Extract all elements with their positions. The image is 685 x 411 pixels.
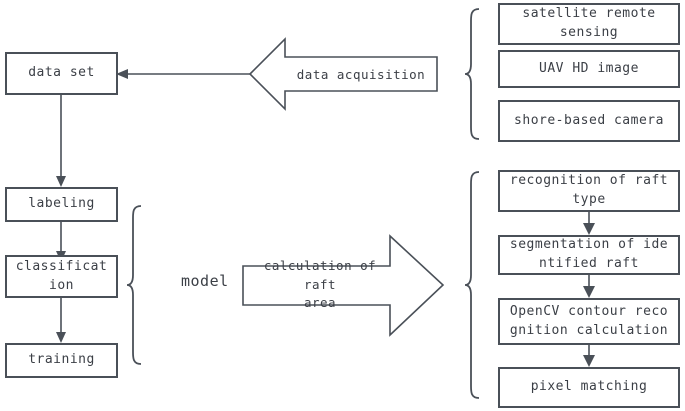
- brace-left-pipeline: [126, 205, 142, 365]
- brace-processing-steps: [464, 171, 480, 399]
- arrowhead-classification-to-training: [56, 332, 66, 343]
- box-recognition-of-raft-type[interactable]: recognition of raft type: [498, 170, 680, 212]
- arrowhead-opencv-to-pixelmatching: [583, 355, 595, 367]
- label-model: model: [181, 272, 229, 290]
- box-shore-based-camera[interactable]: shore-based camera: [498, 100, 680, 142]
- label-data-acquisition: data acquisition: [296, 66, 426, 82]
- box-pixel-matching[interactable]: pixel matching: [498, 367, 680, 408]
- box-satellite-remote-sensing[interactable]: satellite remote sensing: [498, 3, 680, 45]
- arrowhead-recognition-to-segmentation: [583, 223, 595, 235]
- arrowhead-segmentation-to-opencv: [583, 286, 595, 298]
- box-training[interactable]: training: [5, 343, 118, 378]
- box-classification[interactable]: classificat ion: [5, 255, 118, 298]
- label-calculation-of-raft-area: calculation of raft area: [263, 257, 377, 311]
- brace-data-sources: [464, 8, 480, 140]
- box-uav-hd-image[interactable]: UAV HD image: [498, 50, 680, 88]
- box-opencv-contour-recognition-calculation[interactable]: OpenCV contour reco gnition calculation: [498, 298, 680, 345]
- arrowhead-dataset-to-labeling: [56, 176, 66, 187]
- box-segmentation-of-identified-raft[interactable]: segmentation of ide ntified raft: [498, 235, 680, 275]
- box-labeling[interactable]: labeling: [5, 187, 118, 222]
- box-data-set[interactable]: data set: [5, 52, 118, 95]
